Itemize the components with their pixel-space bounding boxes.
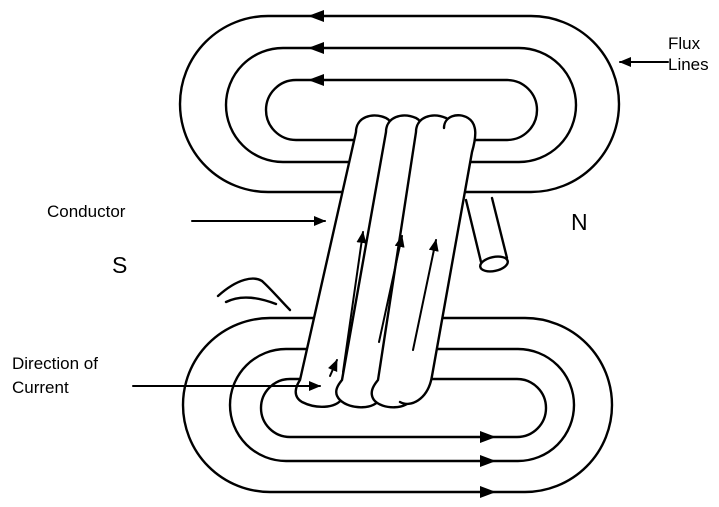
north-pole-label: N: [571, 209, 588, 235]
upper-lead-wire: [466, 198, 509, 274]
current-label-line1: Direction of: [12, 352, 98, 376]
coil-conductor: [296, 115, 476, 407]
lower-lead-wire: [218, 279, 290, 310]
conductor-label: Conductor: [47, 201, 125, 222]
flux-label-line2: Lines: [668, 54, 719, 75]
south-pole-label: S: [112, 252, 127, 278]
current-label-line2: Current: [12, 376, 98, 400]
direction-of-current-label: Direction of Current: [12, 352, 98, 400]
flux-lines-label: Flux Lines: [668, 33, 719, 75]
flux-label-line1: Flux: [668, 33, 719, 54]
